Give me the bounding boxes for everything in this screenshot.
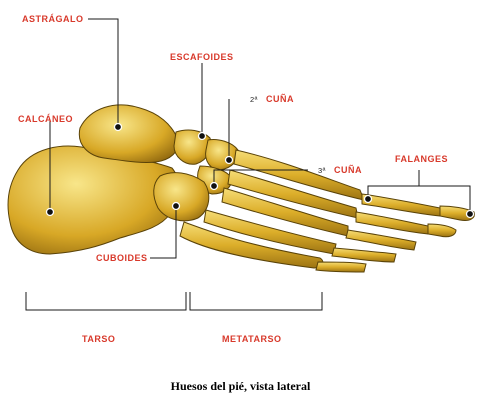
- label-cuna-3-text: CUÑA: [334, 165, 362, 175]
- label-escafoides: ESCAFOIDES: [170, 52, 234, 62]
- phalanges: [315, 193, 475, 273]
- phalanx-2-tip: [427, 223, 457, 238]
- phalanx-2: [355, 211, 429, 235]
- leader-lines: [25, 18, 471, 311]
- label-cuna-2: 2ª CUÑA: [250, 89, 294, 106]
- phalanx-3: [345, 229, 417, 251]
- label-cuna-3: 3ª CUÑA: [318, 160, 362, 177]
- phalanx-5: [315, 261, 367, 273]
- label-falanges: FALANGES: [395, 154, 448, 164]
- dot-escafoides: [197, 131, 207, 141]
- dot-cuna-3: [209, 181, 219, 191]
- label-cuna-2-text: CUÑA: [266, 94, 294, 104]
- phalanx-1-tip: [439, 205, 475, 221]
- dot-falanges-1: [363, 194, 373, 204]
- label-cuna-2-num: 2ª: [250, 95, 258, 104]
- label-cuboides: CUBOIDES: [96, 253, 148, 263]
- marker-dots: [45, 122, 475, 219]
- dot-cuna-2: [224, 155, 234, 165]
- dot-cuboides: [171, 201, 181, 211]
- dot-astragalo: [113, 122, 123, 132]
- label-cuna-3-num: 3ª: [318, 166, 326, 175]
- foot-bones: [7, 104, 475, 273]
- label-tarso: TARSO: [82, 334, 115, 344]
- metatarsals: [179, 149, 365, 269]
- labels: ASTRÁGALO ESCAFOIDES CALCÁNEO 2ª CUÑA 3ª…: [18, 14, 448, 344]
- label-metatarso: METATARSO: [222, 334, 282, 344]
- dot-falanges-2: [465, 209, 475, 219]
- phalanx-1: [361, 193, 441, 217]
- talus-bone: [78, 104, 179, 163]
- figure-caption: Huesos del pié, vista lateral: [170, 379, 311, 393]
- label-calcaneo: CALCÁNEO: [18, 114, 73, 124]
- dot-calcaneo: [45, 207, 55, 217]
- label-astragalo: ASTRÁGALO: [22, 14, 84, 24]
- cuboid-bone: [153, 172, 210, 222]
- cuneiform-2-bone: [205, 139, 239, 171]
- phalanx-4: [331, 247, 397, 263]
